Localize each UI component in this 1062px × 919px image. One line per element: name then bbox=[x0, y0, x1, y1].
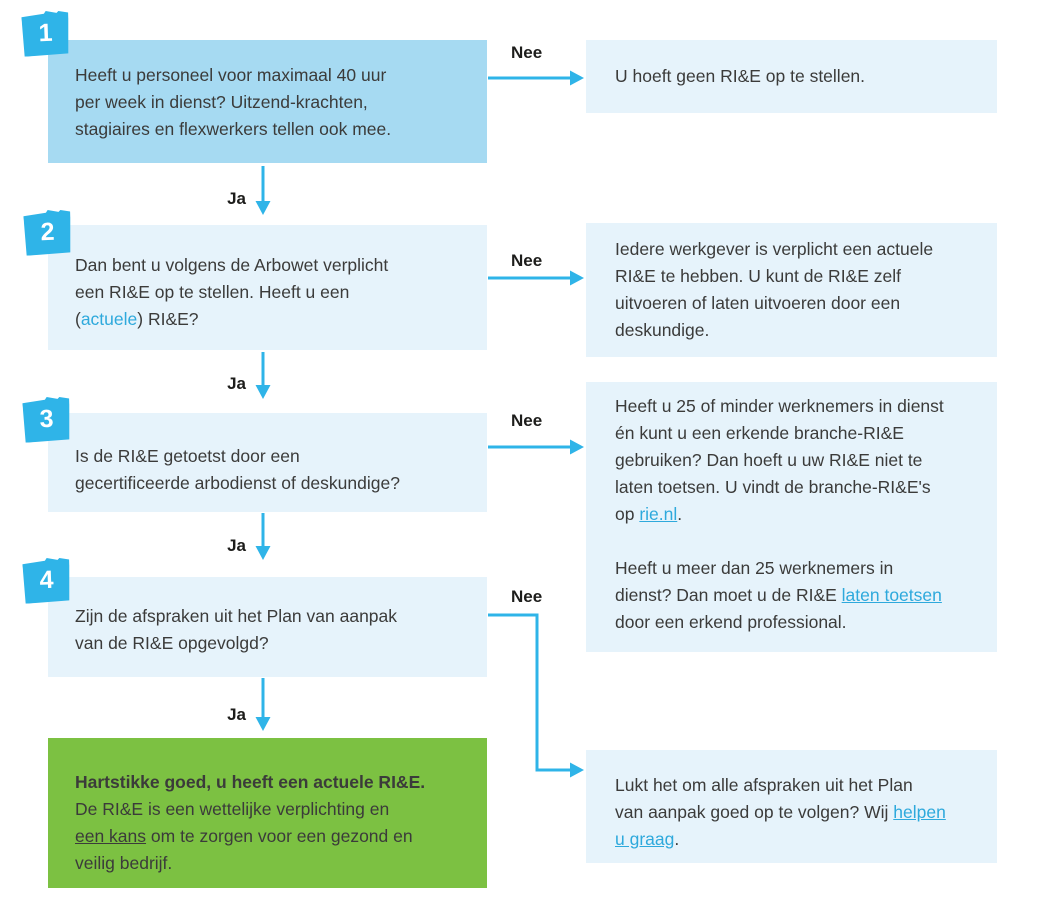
text-segment: Heeft u 25 of minder werknemers in diens… bbox=[615, 396, 944, 416]
answer-box-1: U hoeft geen RI&E op te stellen. bbox=[586, 40, 997, 113]
text-segment: per week in dienst? Uitzend-krachten, bbox=[75, 92, 368, 112]
step-number: 1 bbox=[38, 18, 53, 48]
text-segment: . bbox=[677, 504, 683, 524]
inline-link[interactable]: actuele bbox=[80, 309, 138, 329]
text-segment: deskundige. bbox=[615, 320, 710, 340]
label-nee-1: Nee bbox=[511, 43, 543, 62]
arrowhead-ja-2-icon bbox=[255, 385, 271, 399]
text-segment: Heeft u personeel voor maximaal 40 uur bbox=[75, 65, 387, 85]
final-text: Hartstikke goed, u heeft een actuele RI&… bbox=[75, 769, 467, 877]
step-badge-1: 1 bbox=[21, 10, 70, 57]
inline-link[interactable]: een kans bbox=[75, 826, 147, 846]
text-segment: een RI&E op te stellen. Heeft u een bbox=[75, 282, 350, 302]
answer-box-2: Iedere werkgever is verplicht een actuel… bbox=[586, 223, 997, 357]
text-segment: Zijn de afspraken uit het Plan van aanpa… bbox=[75, 606, 398, 626]
step-2-question-box: Dan bent u volgens de Arbowet verplicht e… bbox=[48, 225, 487, 350]
label-ja-2: Ja bbox=[227, 374, 246, 393]
answer-text: Heeft u 25 of minder werknemers in diens… bbox=[615, 393, 977, 528]
question-text: Zijn de afspraken uit het Plan van aanpa… bbox=[75, 603, 467, 657]
text-segment: én kunt u een erkende branche-RI&E bbox=[615, 423, 904, 443]
text-segment: van de RI&E opgevolgd? bbox=[75, 633, 269, 653]
text-segment: Is de RI&E getoetst door een bbox=[75, 446, 300, 466]
answer-text: Lukt het om alle afspraken uit het Plan v… bbox=[615, 772, 977, 853]
label-nee-3: Nee bbox=[511, 411, 543, 430]
text-segment: dienst? Dan moet u de RI&E bbox=[615, 585, 842, 605]
text-segment: ) RI&E? bbox=[137, 309, 199, 329]
step-4-question-box: Zijn de afspraken uit het Plan van aanpa… bbox=[48, 577, 487, 677]
label-nee-4: Nee bbox=[511, 587, 543, 606]
inline-link[interactable]: laten toetsen bbox=[841, 585, 942, 605]
label-ja-4: Ja bbox=[227, 705, 246, 724]
arrowhead-nee-3-icon bbox=[570, 439, 584, 455]
arrowhead-ja-1-icon bbox=[255, 201, 271, 215]
label-ja-3: Ja bbox=[227, 536, 246, 555]
arrowhead-nee-2-icon bbox=[570, 270, 584, 286]
text-segment: . bbox=[674, 829, 680, 849]
answer-box-4: Lukt het om alle afspraken uit het Plan v… bbox=[586, 750, 997, 863]
text-segment: RI&E te hebben. U kunt de RI&E zelf bbox=[615, 266, 901, 286]
text-segment: van aanpak goed op te volgen? Wij bbox=[615, 802, 894, 822]
arrowhead-nee-1-icon bbox=[570, 70, 584, 86]
text-segment: om te zorgen voor een gezond en bbox=[146, 826, 413, 846]
question-text: Dan bent u volgens de Arbowet verplicht e… bbox=[75, 252, 467, 333]
step-badge-4: 4 bbox=[22, 557, 71, 604]
text-segment: veilig bedrijf. bbox=[75, 853, 173, 873]
step-3-question-box: Is de RI&E getoetst door een gecertificee… bbox=[48, 413, 487, 512]
final-box: Hartstikke goed, u heeft een actuele RI&… bbox=[48, 738, 487, 888]
connector-nee-4 bbox=[488, 613, 571, 772]
text-segment: Hartstikke goed, u heeft een actuele RI&… bbox=[75, 772, 426, 792]
step-badge-3: 3 bbox=[22, 396, 71, 443]
text-segment: De RI&E is een wettelijke verplichting e… bbox=[75, 799, 390, 819]
text-segment: U hoeft geen RI&E op te stellen. bbox=[615, 66, 866, 86]
label-nee-2: Nee bbox=[511, 251, 543, 270]
text-segment: Heeft u meer dan 25 werknemers in bbox=[615, 558, 894, 578]
answer-text: Iedere werkgever is verplicht een actuel… bbox=[615, 236, 977, 344]
step-number: 2 bbox=[40, 217, 55, 247]
text-segment: gebruiken? Dan hoeft u uw RI&E niet te bbox=[615, 450, 923, 470]
text-segment: Iedere werkgever is verplicht een actuel… bbox=[615, 239, 934, 259]
step-1-question-box: Heeft u personeel voor maximaal 40 uur pe… bbox=[48, 40, 487, 163]
answer-text: Heeft u meer dan 25 werknemers in dienst?… bbox=[615, 555, 977, 636]
text-segment: Lukt het om alle afspraken uit het Plan bbox=[615, 775, 913, 795]
text-segment: op bbox=[615, 504, 640, 524]
text-segment: laten toetsen. U vindt de branche-RI&E's bbox=[615, 477, 931, 497]
text-segment: gecertificeerde arbodienst of deskundige… bbox=[75, 473, 400, 493]
question-text: Heeft u personeel voor maximaal 40 uur pe… bbox=[75, 62, 467, 143]
arrowhead-ja-3-icon bbox=[255, 546, 271, 560]
inline-link[interactable]: rie.nl bbox=[639, 504, 678, 524]
question-text: Is de RI&E getoetst door een gecertificee… bbox=[75, 443, 467, 497]
label-ja-1: Ja bbox=[227, 189, 246, 208]
inline-link[interactable]: helpen bbox=[893, 802, 946, 822]
text-segment: Dan bent u volgens de Arbowet verplicht bbox=[75, 255, 389, 275]
inline-link[interactable]: u graag bbox=[615, 829, 675, 849]
arrowhead-nee-4-icon bbox=[570, 762, 584, 778]
arrowhead-ja-4-icon bbox=[255, 717, 271, 731]
step-badge-2: 2 bbox=[23, 209, 72, 256]
text-segment: ( bbox=[75, 309, 81, 329]
step-number: 3 bbox=[39, 404, 54, 434]
text-segment: stagiaires en flexwerkers tellen ook mee… bbox=[75, 119, 392, 139]
step-number: 4 bbox=[39, 565, 54, 595]
text-segment: uitvoeren of laten uitvoeren door een bbox=[615, 293, 901, 313]
answer-box-3: Heeft u 25 of minder werknemers in diens… bbox=[586, 382, 997, 652]
text-segment: door een erkend professional. bbox=[615, 612, 847, 632]
answer-text: U hoeft geen RI&E op te stellen. bbox=[615, 63, 977, 90]
